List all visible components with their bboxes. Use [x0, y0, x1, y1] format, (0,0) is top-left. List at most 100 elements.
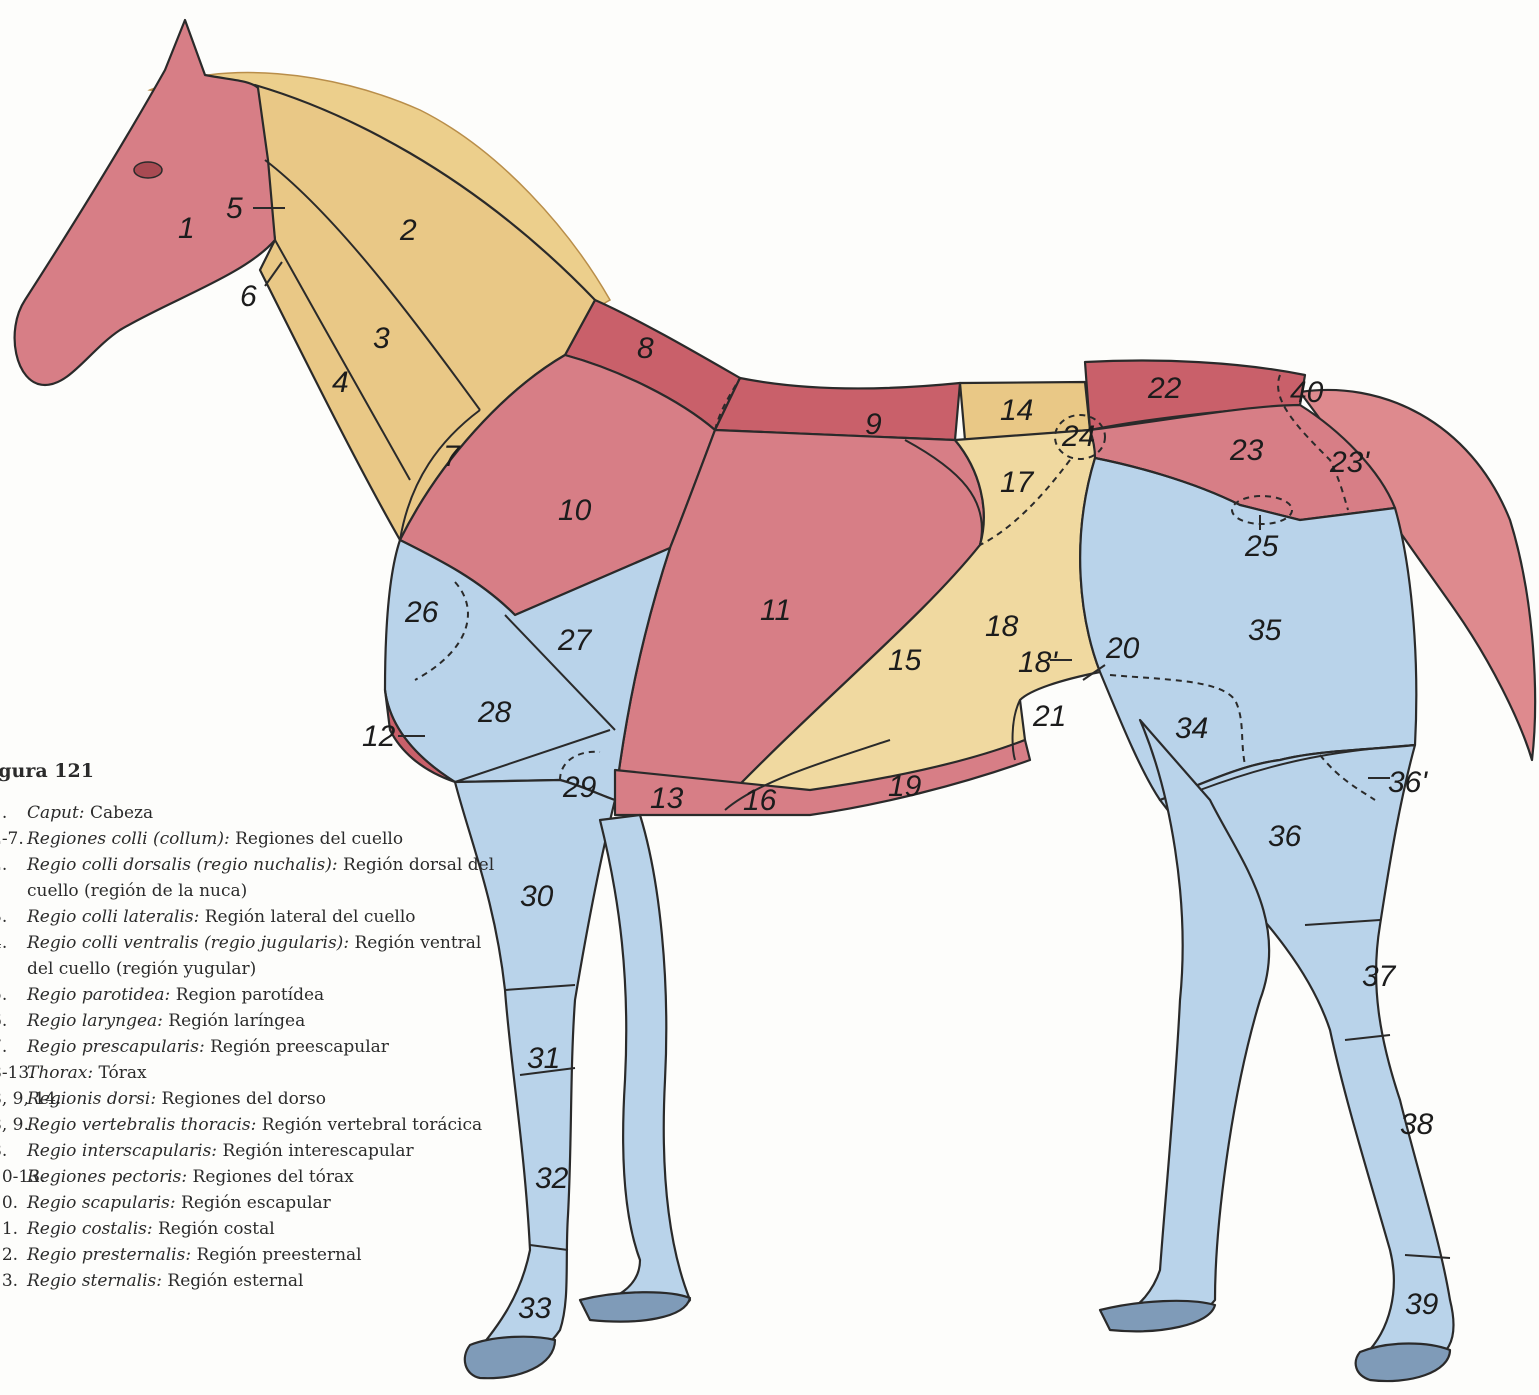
legend-text: Regiones colli (collum): Regiones del cu…	[27, 826, 500, 852]
legend-text: Regio laryngea: Región laríngea	[27, 1008, 500, 1034]
legend-number: 1.	[0, 800, 27, 826]
region-label-30: 30	[520, 880, 554, 913]
legend-term: Regio costalis:	[27, 1219, 153, 1239]
legend-term: Caput:	[27, 803, 85, 823]
legend-number: 13.	[0, 1268, 27, 1294]
legend-description: Región lateral del cuello	[205, 907, 416, 927]
region-label-3: 3	[373, 322, 390, 355]
region-label-7: 7	[443, 440, 461, 473]
region-label-22: 22	[1147, 372, 1182, 405]
legend-item: 10-13.Regiones pectoris: Regiones del tó…	[0, 1164, 500, 1190]
region-label-33: 33	[518, 1292, 552, 1325]
legend-term: Regio colli lateralis:	[27, 907, 199, 927]
legend-number: 6.	[0, 1008, 27, 1034]
region-label-36: 36	[1268, 820, 1302, 853]
legend-term: Regio interscapularis:	[27, 1141, 217, 1161]
legend-text: Thorax: Tórax	[27, 1060, 500, 1086]
region-label-27: 27	[557, 624, 593, 657]
legend-number: 7.	[0, 1034, 27, 1060]
legend-term: Regio laryngea:	[27, 1011, 163, 1031]
region-label-19: 19	[888, 770, 922, 803]
region-label-23: 23	[1229, 434, 1264, 467]
legend-number: 10.	[0, 1190, 27, 1216]
legend-number: 8, 9.	[0, 1112, 27, 1138]
region-label-18: 18	[985, 610, 1019, 643]
legend-text: Regio vertebralis thoracis: Región verte…	[27, 1112, 500, 1138]
region-label-26: 26	[404, 596, 439, 629]
legend-item: 3.Regio colli lateralis: Región lateral …	[0, 904, 500, 930]
legend-term: Regio parotidea:	[27, 985, 170, 1005]
legend-term: Thorax:	[27, 1063, 93, 1083]
legend-term: Regio scapularis:	[27, 1193, 176, 1213]
region-label-11: 11	[760, 594, 791, 627]
legend-term: Regio colli ventralis (regio jugularis):	[27, 933, 349, 953]
legend-text: Regio interscapularis: Región interescap…	[27, 1138, 500, 1164]
figure-title: igura 121	[0, 760, 500, 782]
legend-text: Regio scapularis: Región escapular	[27, 1190, 500, 1216]
legend-item: 1.Caput: Cabeza	[0, 800, 500, 826]
legend-text: Regio colli ventralis (regio jugularis):…	[27, 930, 500, 982]
region-label-1: 1	[178, 212, 195, 245]
legend-number: 8, 9, 14.	[0, 1086, 27, 1112]
legend-description: Región laríngea	[168, 1011, 305, 1031]
legend-term: Regio vertebralis thoracis:	[27, 1115, 256, 1135]
legend-description: Regiones del tórax	[193, 1167, 354, 1187]
region-label-15: 15	[888, 644, 922, 677]
region-label-2: 2	[399, 214, 417, 247]
region-label-21: 21	[1032, 700, 1066, 733]
legend-item: 8-13.Thorax: Tórax	[0, 1060, 500, 1086]
legend-text: Regio parotidea: Region parotídea	[27, 982, 500, 1008]
region-label-37: 37	[1362, 960, 1397, 993]
legend-text: Regio sternalis: Región esternal	[27, 1268, 500, 1294]
region-label-38: 38	[1400, 1108, 1434, 1141]
legend-number: 11.	[0, 1216, 27, 1242]
legend-text: Regio colli lateralis: Región lateral de…	[27, 904, 500, 930]
legend-text: Regiones pectoris: Regiones del tórax	[27, 1164, 500, 1190]
region-label-40: 40	[1290, 376, 1324, 409]
eye	[134, 162, 162, 178]
legend-item: 8, 9, 14.Regionis dorsi: Regiones del do…	[0, 1086, 500, 1112]
hoof-39	[1356, 1344, 1450, 1382]
region-label-14: 14	[1000, 394, 1033, 427]
legend-item: 5.Regio parotidea: Region parotídea	[0, 982, 500, 1008]
region-label-4: 4	[332, 366, 349, 399]
region-label-12: 12	[362, 720, 396, 753]
legend-list: 1.Caput: Cabeza2-7.Regiones colli (collu…	[0, 800, 500, 1294]
legend-number: 2.	[0, 852, 27, 904]
legend-description: Región interescapular	[222, 1141, 413, 1161]
legend-number: 8.	[0, 1138, 27, 1164]
legend-text: Regio prescapularis: Región preescapular	[27, 1034, 500, 1060]
region-label-32: 32	[535, 1162, 569, 1195]
legend-description: Región vertebral torácica	[262, 1115, 482, 1135]
legend-term: Regionis dorsi:	[27, 1089, 156, 1109]
region-label-24: 24	[1061, 420, 1095, 453]
region-label-6: 6	[240, 280, 257, 313]
legend-number: 8-13.	[0, 1060, 27, 1086]
legend-item: 11.Regio costalis: Región costal	[0, 1216, 500, 1242]
legend-item: 2-7.Regiones colli (collum): Regiones de…	[0, 826, 500, 852]
region-label-23-prime: 23'	[1329, 446, 1370, 479]
region-label-5: 5	[226, 192, 243, 225]
region-label-17: 17	[1000, 466, 1035, 499]
legend-number: 3.	[0, 904, 27, 930]
legend-item: 2.Regio colli dorsalis (regio nuchalis):…	[0, 852, 500, 904]
far-front-leg	[585, 815, 690, 1315]
legend-term: Regio prescapularis:	[27, 1037, 205, 1057]
legend-number: 12.	[0, 1242, 27, 1268]
legend-number: 2-7.	[0, 826, 27, 852]
legend-number: 4.	[0, 930, 27, 982]
legend-text: Regionis dorsi: Regiones del dorso	[27, 1086, 500, 1112]
legend: igura 121 1.Caput: Cabeza2-7.Regiones co…	[0, 760, 500, 1294]
legend-text: Regio colli dorsalis (regio nuchalis): R…	[27, 852, 500, 904]
legend-number: 10-13.	[0, 1164, 27, 1190]
legend-description: Región esternal	[167, 1271, 303, 1291]
legend-item: 12.Regio presternalis: Región preesterna…	[0, 1242, 500, 1268]
legend-term: Regiones pectoris:	[27, 1167, 187, 1187]
hoof-front-far	[580, 1292, 690, 1321]
legend-description: Cabeza	[90, 803, 153, 823]
legend-description: Regiones del cuello	[235, 829, 403, 849]
legend-description: Tórax	[99, 1063, 147, 1083]
legend-description: Región preesternal	[196, 1245, 361, 1265]
legend-description: Región escapular	[181, 1193, 331, 1213]
legend-term: Regiones colli (collum):	[27, 829, 230, 849]
